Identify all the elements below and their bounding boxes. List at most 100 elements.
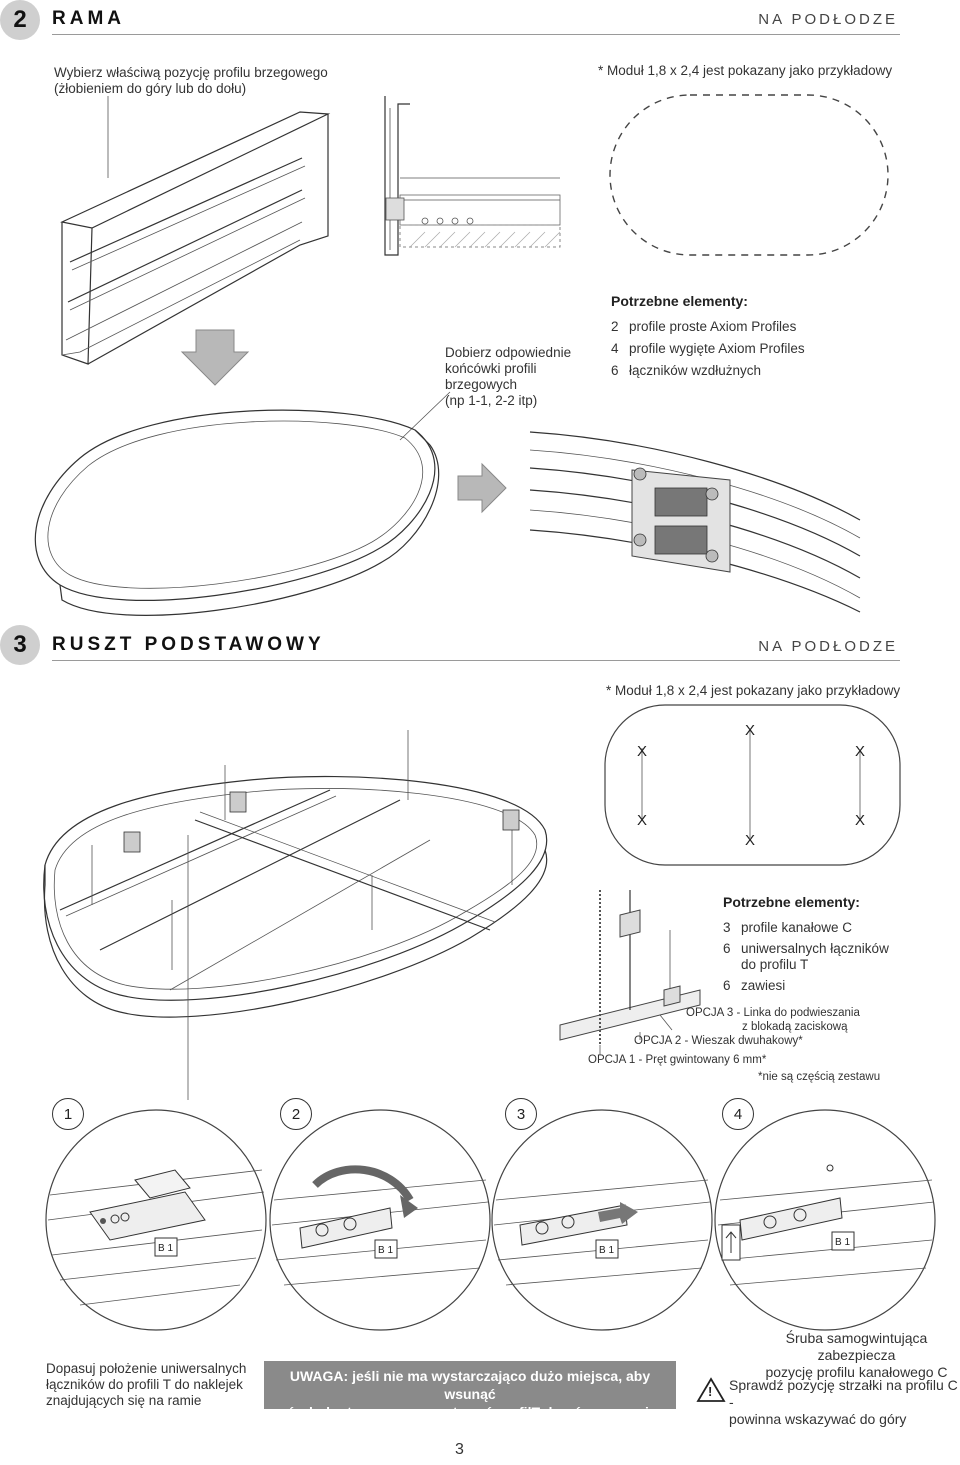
required-elements-list: Potrzebne elementy: 2 profile proste Axio… <box>611 293 805 379</box>
step-number: 3 <box>505 1098 537 1130</box>
section-location-label: NA PODŁODZE <box>758 638 898 655</box>
step-number: 2 <box>280 1098 312 1130</box>
profile-ends-note-line: końcówki profili <box>445 361 537 376</box>
step-detail-1 <box>45 1109 267 1331</box>
hanger-point-mark: X <box>855 743 866 760</box>
note-line: powinna wskazywać do góry <box>729 1411 907 1427</box>
required-item-label: uniwersalnych łączników <box>741 941 889 956</box>
required-item-label: profile wygięte Axiom Profiles <box>629 341 805 356</box>
required-item-qty: 6 <box>611 363 619 378</box>
sticker-letter: B <box>599 1245 606 1256</box>
warning-icon-glyph: ! <box>708 1384 713 1399</box>
step-number: 1 <box>52 1098 84 1130</box>
profile-ends-note-line: Dobierz odpowiednie <box>445 345 572 360</box>
hanger-point-mark: X <box>745 832 756 849</box>
edge-profile-illustration <box>34 94 889 616</box>
required-item: 6 łączników wzdłużnych <box>611 363 805 379</box>
footnote: *nie są częścią zestawu <box>758 1071 881 1083</box>
section-number: 3 <box>0 625 40 665</box>
note-line: pozycję profilu kanałowego C <box>765 1364 948 1380</box>
hanger-option-3: OPCJA 3 - Linka do podwieszania z blokad… <box>686 1006 860 1034</box>
edge-profile-note-line: Wybierz właściwą pozycję profilu brzegow… <box>54 65 328 80</box>
required-item-label: łączników wzdłużnych <box>629 363 762 378</box>
section-number-text: 2 <box>13 6 27 33</box>
profile-ends-note: Dobierz odpowiednie końcówki profili brz… <box>445 345 571 409</box>
frame-sticker-label: B 1 <box>835 1237 850 1248</box>
hanger-option-1: OPCJA 1 - Pręt gwintowany 6 mm* <box>588 1054 767 1066</box>
step-number: 4 <box>722 1098 754 1130</box>
note-line: Śruba samogwintująca zabezpiecza <box>785 1330 928 1363</box>
profile-ends-note-line: (np 1-1, 2-2 itp) <box>445 393 538 408</box>
section-location-label: NA PODŁODZE <box>758 11 898 28</box>
sticker-letter: B <box>835 1237 842 1248</box>
sticker-number: 1 <box>387 1245 394 1256</box>
step-detail-2 <box>269 1109 491 1331</box>
edge-profile-note: Wybierz właściwą pozycję profilu brzegow… <box>54 65 328 97</box>
section-divider <box>52 660 900 661</box>
frame-sticker-label: B 1 <box>378 1245 393 1256</box>
hanger-option-2: OPCJA 2 - Wieszak dwuhakowy* <box>634 1035 803 1047</box>
section-number: 2 <box>0 0 40 40</box>
required-elements-title: Potrzebne elementy: <box>723 894 860 910</box>
step-detail-3 <box>491 1109 713 1331</box>
hanger-option-line: OPCJA 3 - Linka do podwieszania <box>686 1007 860 1019</box>
main-grid-illustration <box>43 704 901 1100</box>
required-item-label: profile proste Axiom Profiles <box>629 319 797 334</box>
sticker-letter: B <box>158 1243 165 1254</box>
required-item: 2 profile proste Axiom Profiles <box>611 319 805 335</box>
profile-ends-note-line: brzegowych <box>445 377 518 392</box>
hanger-point-mark: X <box>855 812 866 829</box>
required-item-qty: 6 <box>723 941 731 956</box>
section-divider <box>52 34 900 35</box>
frame-sticker-label: B 1 <box>158 1243 173 1254</box>
sticker-number: 1 <box>167 1243 174 1254</box>
hanger-point-mark: X <box>637 743 648 760</box>
note-line: znajdujących się na ramie <box>46 1393 202 1408</box>
required-item: 4 profile wygięte Axiom Profiles <box>611 341 805 357</box>
warning-line: śrubokręt, proszę zamontować profilT do … <box>287 1404 653 1420</box>
step-number-text: 3 <box>516 1105 526 1123</box>
module-note: * Moduł 1,8 x 2,4 jest pokazany jako prz… <box>598 63 893 78</box>
sticker-letter: B <box>378 1245 385 1256</box>
module-note: * Moduł 1,8 x 2,4 jest pokazany jako prz… <box>606 683 901 698</box>
step-number-text: 4 <box>733 1105 743 1123</box>
hanger-point-mark: X <box>637 812 648 829</box>
warning-line: UWAGA: jeśli nie ma wystarczająco dużo m… <box>289 1368 651 1402</box>
section-number-text: 3 <box>13 631 27 658</box>
required-item: 6 uniwersalnych łączników <box>723 941 889 957</box>
warning-icon <box>696 1377 726 1402</box>
step-number-text: 1 <box>63 1105 73 1123</box>
required-item: 6 zawiesi <box>723 978 889 994</box>
required-item-qty: 4 <box>611 341 619 356</box>
note-line: łączników do profili T do naklejek <box>46 1377 243 1392</box>
edge-profile-note-line: (żłobieniem do góry lub do dołu) <box>54 81 247 96</box>
warning-box: UWAGA: jeśli nie ma wystarczająco dużo m… <box>264 1361 676 1420</box>
hanger-option-line: z blokadą zaciskową <box>742 1021 848 1033</box>
required-item-label: zawiesi <box>741 978 786 993</box>
hanger-point-mark: X <box>745 722 756 739</box>
required-item-label: profile kanałowe C <box>741 920 853 935</box>
section-title: RAMA <box>52 8 125 29</box>
note-line: Dopasuj położenie uniwersalnych <box>46 1361 247 1376</box>
sticker-number: 1 <box>608 1245 615 1256</box>
sticker-alignment-note: Dopasuj położenie uniwersalnych łącznikó… <box>46 1361 246 1409</box>
section-title: RUSZT PODSTAWOWY <box>52 634 325 655</box>
step-number-text: 2 <box>291 1105 301 1123</box>
screw-note: Śruba samogwintująca zabezpiecza pozycję… <box>753 1330 960 1381</box>
page-number: 3 <box>455 1441 464 1458</box>
step-detail-4 <box>714 1109 936 1331</box>
required-item-qty: 6 <box>723 978 731 993</box>
sticker-number: 1 <box>844 1237 851 1248</box>
steps-illustrations <box>45 1109 936 1331</box>
arrow-direction-note: Sprawdź pozycję strzałki na profilu C - … <box>729 1377 960 1428</box>
frame-sticker-label: B 1 <box>599 1245 614 1256</box>
required-elements-title: Potrzebne elementy: <box>611 293 748 309</box>
required-item-qty <box>723 957 731 973</box>
required-item-qty: 2 <box>611 319 619 334</box>
required-item-label: do profilu T <box>741 957 809 972</box>
note-line: Sprawdź pozycję strzałki na profilu C - <box>729 1377 958 1410</box>
required-item-qty: 3 <box>723 920 731 935</box>
required-item: do profilu T <box>723 957 889 973</box>
required-item: 3 profile kanałowe C <box>723 920 889 936</box>
